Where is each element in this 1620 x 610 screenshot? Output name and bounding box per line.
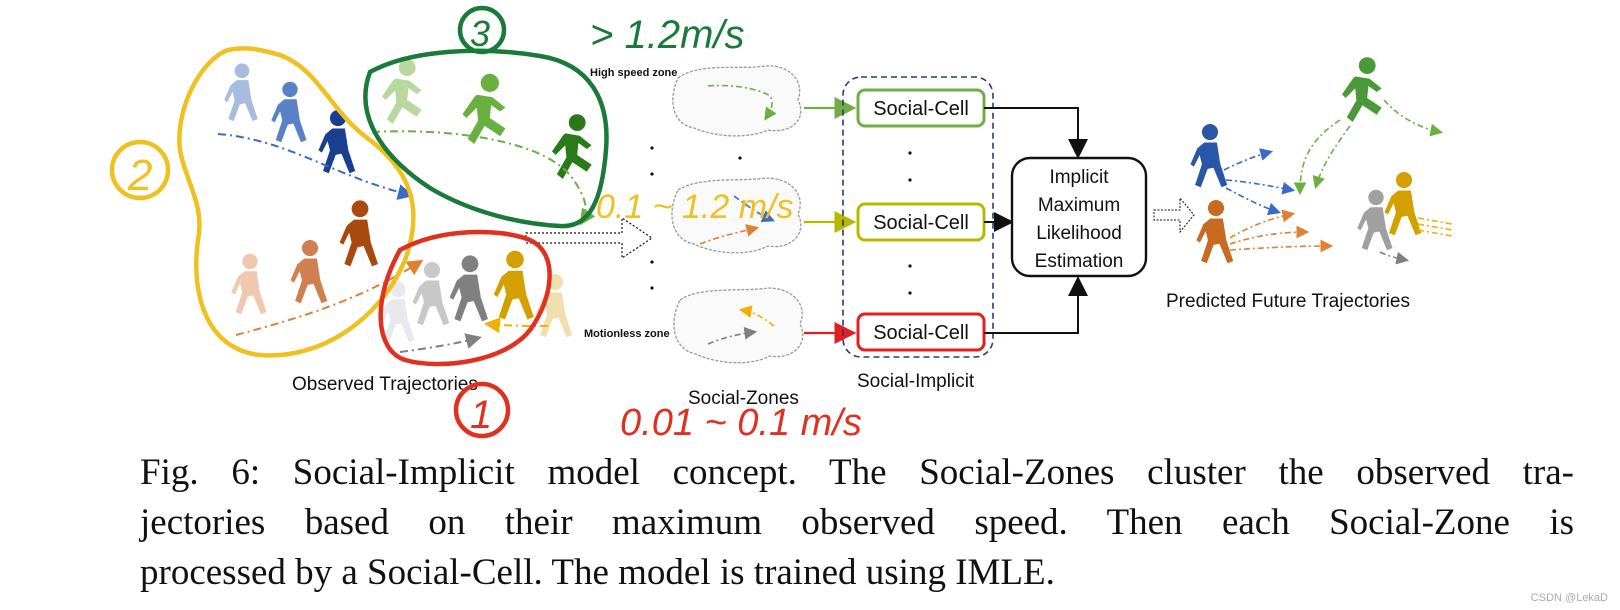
gray-walker-2 bbox=[412, 262, 450, 326]
svg-text:Social-Cell: Social-Cell bbox=[873, 322, 969, 344]
dots-cells-1 bbox=[908, 151, 912, 182]
dots-cells-2 bbox=[908, 264, 912, 295]
speed-low-annotation: 0.01 ~ 0.1 m/s bbox=[620, 402, 862, 444]
orange-walker-2 bbox=[290, 240, 328, 304]
social-implicit-label: Social-Implicit bbox=[857, 371, 975, 392]
gray-trajectory bbox=[399, 333, 482, 353]
connector-low bbox=[984, 276, 1088, 334]
orange-walker-3 bbox=[339, 200, 378, 267]
blue-walker-1 bbox=[224, 63, 258, 122]
motionless-zone-label: Motionless zone bbox=[584, 328, 670, 340]
mle-to-predicted-arrow bbox=[1153, 196, 1195, 234]
zone-cloud-mid bbox=[671, 177, 802, 254]
high-speed-zone-label: High speed zone bbox=[590, 67, 677, 79]
handwritten-annotations: 2 3 > 1.2m/s 1 0.01 ~ 0.1 m/s 0.1 ~ 1.2 … bbox=[109, 5, 862, 444]
svg-text:Social-Cell: Social-Cell bbox=[873, 212, 969, 234]
yellow-loop bbox=[177, 46, 416, 358]
green-runner-2 bbox=[462, 73, 506, 144]
social-cell-mid: Social-Cell bbox=[856, 202, 986, 242]
caption-line-3: processed by a Social-Cell. The model is… bbox=[140, 552, 1055, 593]
social-cell-low: Social-Cell bbox=[856, 312, 986, 352]
annotation-circle-1 bbox=[453, 381, 511, 439]
predicted-trajectories-group: Predicted Future Trajectories bbox=[1166, 57, 1453, 312]
gray-walker-3 bbox=[449, 255, 488, 322]
social-cell-high: Social-Cell bbox=[856, 88, 986, 128]
annotation-1: 1 bbox=[470, 393, 492, 437]
zone-cloud-high bbox=[672, 65, 802, 137]
orange-walker-1 bbox=[231, 253, 267, 315]
observed-to-zones-arrow bbox=[525, 216, 654, 260]
gold-trajectory bbox=[484, 317, 549, 334]
social-implicit-figure: Observed Trajectories High speed zone Mo… bbox=[109, 5, 1453, 444]
gold-walker-1 bbox=[493, 250, 534, 320]
green-loop bbox=[363, 48, 609, 229]
connector-high bbox=[984, 107, 1088, 159]
speed-high-annotation: > 1.2m/s bbox=[590, 13, 745, 57]
svg-text:Estimation: Estimation bbox=[1035, 251, 1124, 272]
pred-blue-walker bbox=[1190, 124, 1228, 188]
pred-green-runner bbox=[1342, 57, 1382, 122]
social-zones-group: High speed zone Motionless zone Social-Z… bbox=[584, 65, 804, 409]
figure-caption: Fig. 6: Social-Implicit model concept. T… bbox=[140, 448, 1574, 598]
green-runner-3 bbox=[552, 114, 592, 179]
pred-orange-walker bbox=[1196, 200, 1234, 264]
social-implicit-group: Social-Cell Social-Cell Social-Cell Soci… bbox=[842, 76, 994, 392]
dots-left bbox=[650, 146, 654, 290]
zone-cloud-low bbox=[673, 287, 804, 364]
green-trajectory bbox=[371, 130, 596, 226]
svg-text:Maximum: Maximum bbox=[1038, 195, 1120, 216]
annotation-circle-3 bbox=[457, 5, 507, 55]
annotation-3: 3 bbox=[470, 13, 490, 54]
predicted-trajectories-label: Predicted Future Trajectories bbox=[1166, 291, 1410, 312]
watermark: CSDN @LekaD bbox=[1530, 592, 1608, 604]
social-zones-label: Social-Zones bbox=[688, 388, 799, 409]
blue-trajectory bbox=[217, 133, 414, 200]
gold-walker-2 bbox=[535, 274, 573, 338]
pred-gold-walker bbox=[1384, 172, 1422, 236]
dots-zones bbox=[738, 156, 742, 160]
svg-text:Social-Cell: Social-Cell bbox=[873, 98, 969, 120]
caption-line-1: Fig. 6: Social-Implicit model concept. T… bbox=[140, 452, 1574, 493]
blue-walker-2 bbox=[271, 81, 307, 143]
annotation-circle-2 bbox=[109, 139, 171, 201]
svg-text:Implicit: Implicit bbox=[1049, 167, 1109, 188]
caption-line-2: jectories based on their maximum observe… bbox=[140, 502, 1574, 543]
speed-mid-annotation: 0.1 ~ 1.2 m/s bbox=[596, 188, 794, 226]
observed-trajectories-label: Observed Trajectories bbox=[292, 374, 478, 395]
social-implicit-box bbox=[842, 76, 994, 358]
red-loop bbox=[378, 229, 552, 367]
orange-trajectory bbox=[235, 259, 424, 336]
observed-trajectories-group: Observed Trajectories bbox=[217, 59, 596, 395]
pred-gray-walker bbox=[1357, 189, 1393, 251]
annotation-2: 2 bbox=[127, 151, 152, 200]
implicit-mle-box: Implicit Maximum Likelihood Estimation bbox=[1010, 156, 1148, 278]
green-runner-1 bbox=[382, 59, 422, 124]
svg-text:Likelihood: Likelihood bbox=[1036, 223, 1122, 244]
